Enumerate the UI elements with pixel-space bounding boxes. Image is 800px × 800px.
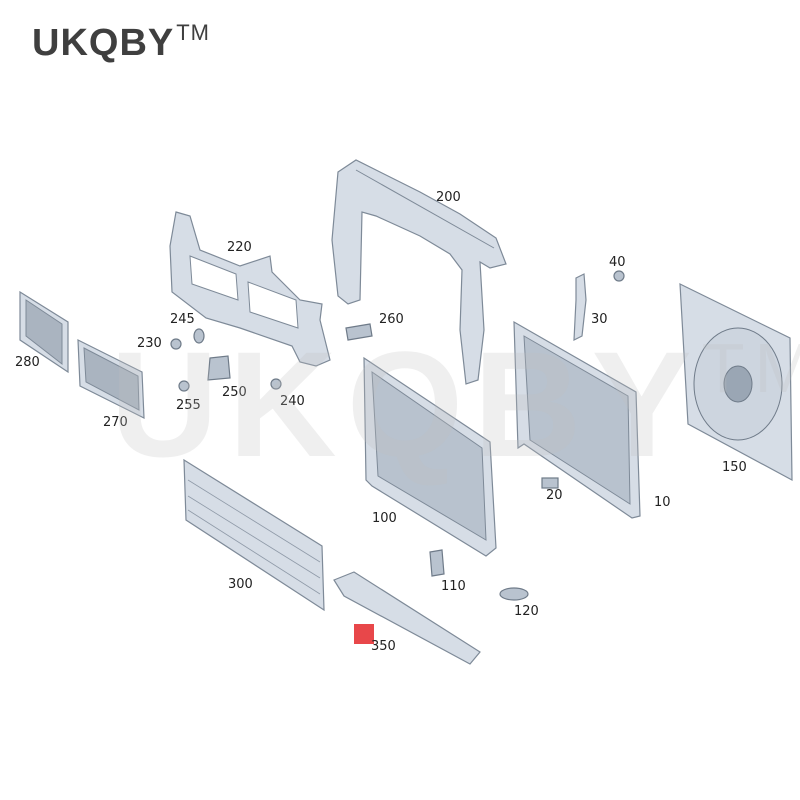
- part-350-air-guide: [333, 571, 481, 665]
- label-110: 110: [441, 579, 466, 594]
- label-40: 40: [609, 255, 626, 270]
- brand-tm: TM: [176, 20, 210, 45]
- part-250-bracket: [207, 355, 231, 381]
- part-200-upper-support: [331, 159, 507, 385]
- brand-logo: UKQBYTM: [32, 20, 210, 65]
- label-245: 245: [170, 312, 195, 327]
- part-100-condenser: [363, 356, 497, 557]
- part-120-cap: [499, 587, 529, 601]
- part-280-screen: [19, 290, 69, 374]
- part-10-radiator: [513, 320, 641, 519]
- part-240-bolt: [270, 378, 282, 390]
- part-300-air-shutter: [183, 458, 325, 612]
- part-40-bolt: [613, 270, 625, 282]
- label-120: 120: [514, 604, 539, 619]
- part-270-screen: [77, 339, 145, 419]
- label-20: 20: [546, 488, 563, 503]
- label-280: 280: [15, 355, 40, 370]
- label-100: 100: [372, 511, 397, 526]
- label-270: 270: [103, 415, 128, 430]
- label-150: 150: [722, 460, 747, 475]
- label-260: 260: [379, 312, 404, 327]
- part-30-bracket: [573, 273, 587, 341]
- part-255-bolt: [178, 380, 190, 392]
- part-220-carrier-frame: [169, 211, 331, 367]
- label-230: 230: [137, 336, 162, 351]
- label-350: 350: [371, 639, 396, 654]
- part-20-drain-plug: [541, 477, 559, 489]
- label-250: 250: [222, 385, 247, 400]
- brand-name: UKQBY: [32, 22, 175, 64]
- part-150-fan-assembly: [679, 283, 793, 482]
- label-255: 255: [176, 398, 201, 413]
- label-240: 240: [280, 394, 305, 409]
- part-110-bracket: [429, 549, 445, 577]
- part-260-clip: [345, 323, 373, 341]
- part-230-bolt: [170, 338, 182, 350]
- label-300: 300: [228, 577, 253, 592]
- label-30: 30: [591, 312, 608, 327]
- label-200: 200: [436, 190, 461, 205]
- part-350-highlight: [354, 624, 374, 644]
- label-10: 10: [654, 495, 671, 510]
- part-245-washer: [193, 328, 205, 344]
- label-220: 220: [227, 240, 252, 255]
